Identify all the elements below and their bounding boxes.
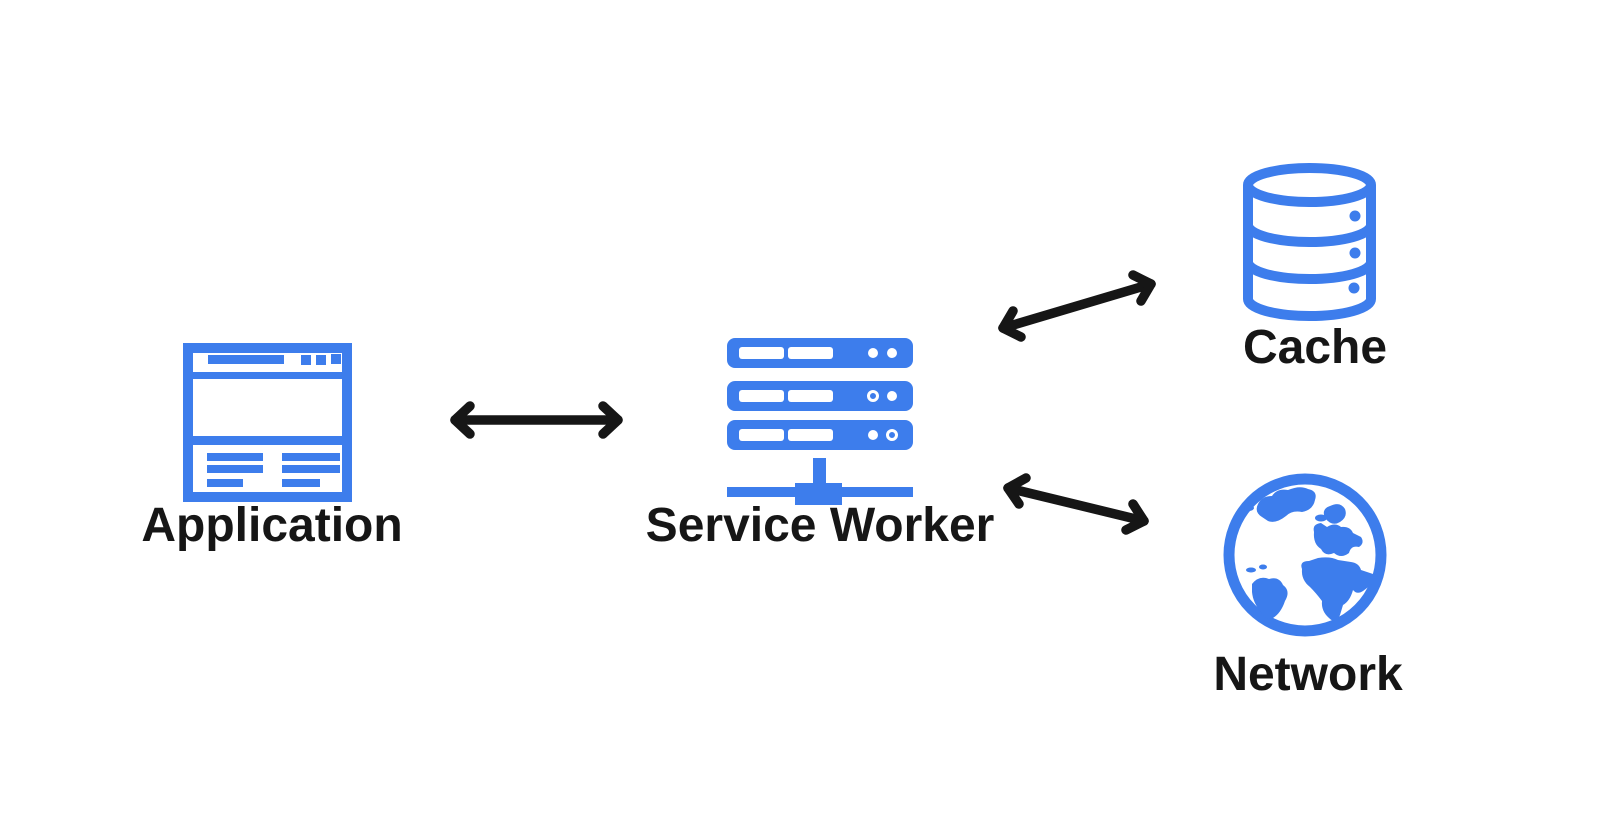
- network-label: Network: [1213, 648, 1403, 701]
- service-worker-label: Service Worker: [645, 499, 995, 552]
- arrow-service-worker-cache: [998, 270, 1156, 342]
- arrow-service-worker-network: [1003, 473, 1149, 535]
- browser-window-icon: [183, 343, 352, 502]
- arrow-application-service-worker: [450, 401, 623, 439]
- database-icon: [1243, 163, 1376, 321]
- application-label: Application: [141, 499, 403, 552]
- server-rack-icon: [727, 338, 913, 505]
- cache-label: Cache: [1242, 321, 1388, 374]
- globe-icon: [1223, 473, 1387, 637]
